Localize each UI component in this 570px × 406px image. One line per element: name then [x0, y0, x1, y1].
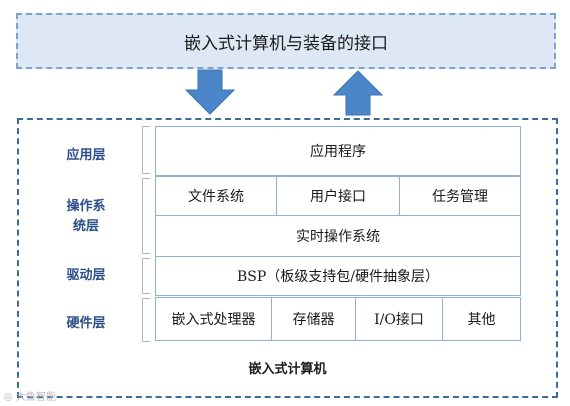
interface-title: 嵌入式计算机与装备的接口 — [184, 33, 388, 54]
io-interface-box: I/O接口 — [355, 297, 443, 341]
other-box: 其他 — [442, 297, 521, 341]
down-arrow-icon — [185, 69, 235, 115]
os-layer-label: 操作系 统层 — [66, 199, 106, 234]
task-management-box: 任务管理 — [399, 176, 521, 216]
bsp-box: BSP（板级支持包/硬件抽象层） — [155, 256, 521, 296]
application-layer-bracket — [142, 126, 150, 174]
embedded-computer-title: 嵌入式计算机 — [248, 362, 327, 377]
memory-box: 存储器 — [271, 297, 356, 341]
up-arrow-icon — [333, 70, 383, 116]
rtos-box: 实时操作系统 — [155, 215, 521, 257]
watermark-logo: ◎ 大鱼智能 — [4, 392, 56, 403]
watermark-icon: ◎ — [4, 392, 16, 403]
embedded-computer-frame — [17, 118, 558, 398]
os-layer-bracket — [142, 178, 150, 254]
equipment-interface-bar: 嵌入式计算机与装备的接口 — [16, 13, 556, 69]
driver-layer-label: 驱动层 — [66, 268, 106, 283]
file-system-box: 文件系统 — [155, 176, 277, 216]
hardware-layer-bracket — [142, 298, 150, 342]
application-layer-label: 应用层 — [66, 148, 106, 163]
embedded-processor-box: 嵌入式处理器 — [155, 297, 272, 341]
hardware-layer-label: 硬件层 — [66, 316, 106, 331]
driver-layer-bracket — [142, 258, 150, 294]
application-programs-box: 应用程序 — [155, 126, 521, 176]
user-interface-box: 用户接口 — [276, 176, 400, 216]
